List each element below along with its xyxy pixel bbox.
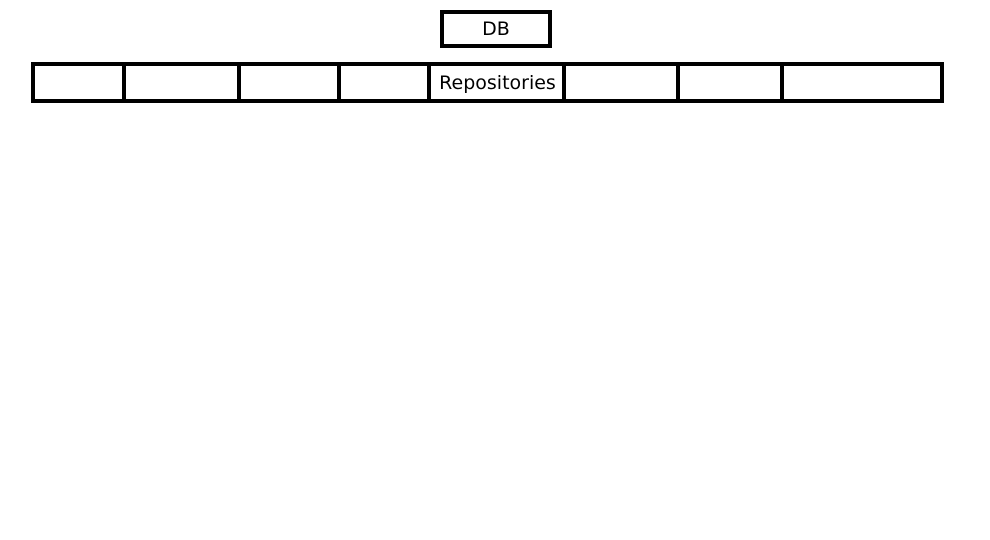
repositories-row: Repositories xyxy=(31,62,944,103)
cell-divider xyxy=(780,66,784,99)
db-label: DB xyxy=(482,18,510,40)
db-box: DB xyxy=(440,10,552,48)
repositories-cell-label: Repositories xyxy=(439,71,556,94)
cell-divider xyxy=(562,66,566,99)
cell-divider xyxy=(237,66,241,99)
cell-divider xyxy=(427,66,431,99)
cell-divider xyxy=(122,66,126,99)
cell-divider xyxy=(676,66,680,99)
cell-divider xyxy=(337,66,341,99)
